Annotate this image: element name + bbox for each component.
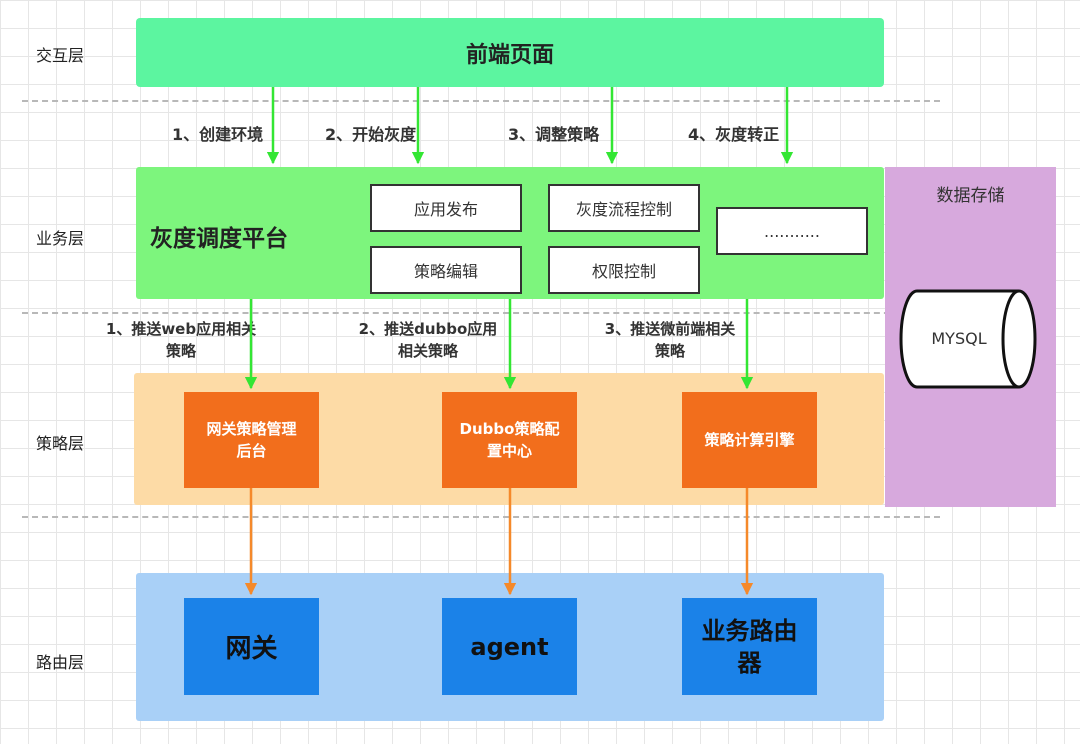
push-label-micro-frontend-line2: 策略 — [654, 342, 685, 360]
gateway-box: 网关 — [184, 598, 319, 695]
gateway-policy-admin-box: 网关策略管理 后台 — [184, 392, 319, 488]
data-storage-title: 数据存储 — [936, 186, 1005, 206]
layer-divider-2 — [22, 312, 940, 314]
business-router-line1: 业务路由 — [701, 616, 798, 645]
layer-label-interaction: 交互层 — [36, 46, 85, 65]
layer-divider-3 — [22, 516, 940, 518]
layer-divider-1 — [22, 100, 940, 102]
module-gray-flow-control-label: 灰度流程控制 — [575, 200, 672, 219]
database-cylinder-icon — [899, 289, 1037, 389]
data-storage-panel: 数据存储 MYSQL — [885, 167, 1056, 507]
module-more-label: ........... — [764, 221, 820, 241]
push-label-web: 1、推送web应用相关 策略 — [96, 318, 266, 362]
layer-label-routing: 路由层 — [36, 653, 85, 672]
module-gray-flow-control: 灰度流程控制 — [548, 184, 700, 232]
layer-label-strategy: 策略层 — [36, 434, 85, 453]
module-app-release: 应用发布 — [370, 184, 522, 232]
module-permission-control-label: 权限控制 — [591, 262, 656, 281]
platform-title: 灰度调度平台 — [150, 226, 288, 252]
push-label-web-line2: 策略 — [165, 342, 196, 360]
step-label-1: 1、创建环境 — [172, 125, 264, 144]
gateway-policy-admin-line2: 后台 — [236, 442, 267, 460]
step-label-4: 4、灰度转正 — [688, 125, 780, 144]
dubbo-config-center-line1: Dubbo策略配 — [459, 420, 560, 438]
database-label: MYSQL — [931, 329, 987, 348]
push-label-dubbo-line2: 相关策略 — [397, 342, 458, 360]
agent-label: agent — [470, 632, 549, 661]
frontend-page-box: 前端页面 — [136, 18, 884, 87]
push-label-micro-frontend-line1: 3、推送微前端相关 — [604, 320, 736, 338]
push-label-dubbo: 2、推送dubbo应用 相关策略 — [352, 318, 504, 362]
push-label-micro-frontend: 3、推送微前端相关 策略 — [592, 318, 748, 362]
step-label-3: 3、调整策略 — [508, 125, 600, 144]
module-more: ........... — [716, 207, 868, 255]
business-router-line2: 器 — [737, 648, 762, 677]
policy-engine-box: 策略计算引擎 — [682, 392, 817, 488]
push-label-web-line1: 1、推送web应用相关 — [105, 320, 257, 338]
gray-scheduling-platform: 灰度调度平台 应用发布 灰度流程控制 ........... 策略编辑 权限控制 — [136, 167, 884, 299]
dubbo-config-center-box: Dubbo策略配 置中心 — [442, 392, 577, 488]
frontend-page-title: 前端页面 — [465, 42, 554, 68]
agent-box: agent — [442, 598, 577, 695]
step-label-2: 2、开始灰度 — [325, 125, 417, 144]
gateway-policy-admin-line1: 网关策略管理 — [206, 420, 297, 438]
layer-label-business: 业务层 — [36, 229, 85, 248]
policy-engine-line1: 策略计算引擎 — [704, 431, 795, 449]
module-permission-control: 权限控制 — [548, 246, 700, 294]
push-label-dubbo-line1: 2、推送dubbo应用 — [358, 320, 498, 338]
gateway-label: 网关 — [225, 634, 278, 664]
business-router-box: 业务路由 器 — [682, 598, 817, 695]
module-policy-edit: 策略编辑 — [370, 246, 522, 294]
dubbo-config-center-line2: 置中心 — [486, 442, 532, 460]
module-policy-edit-label: 策略编辑 — [413, 262, 478, 281]
module-app-release-label: 应用发布 — [413, 200, 478, 219]
